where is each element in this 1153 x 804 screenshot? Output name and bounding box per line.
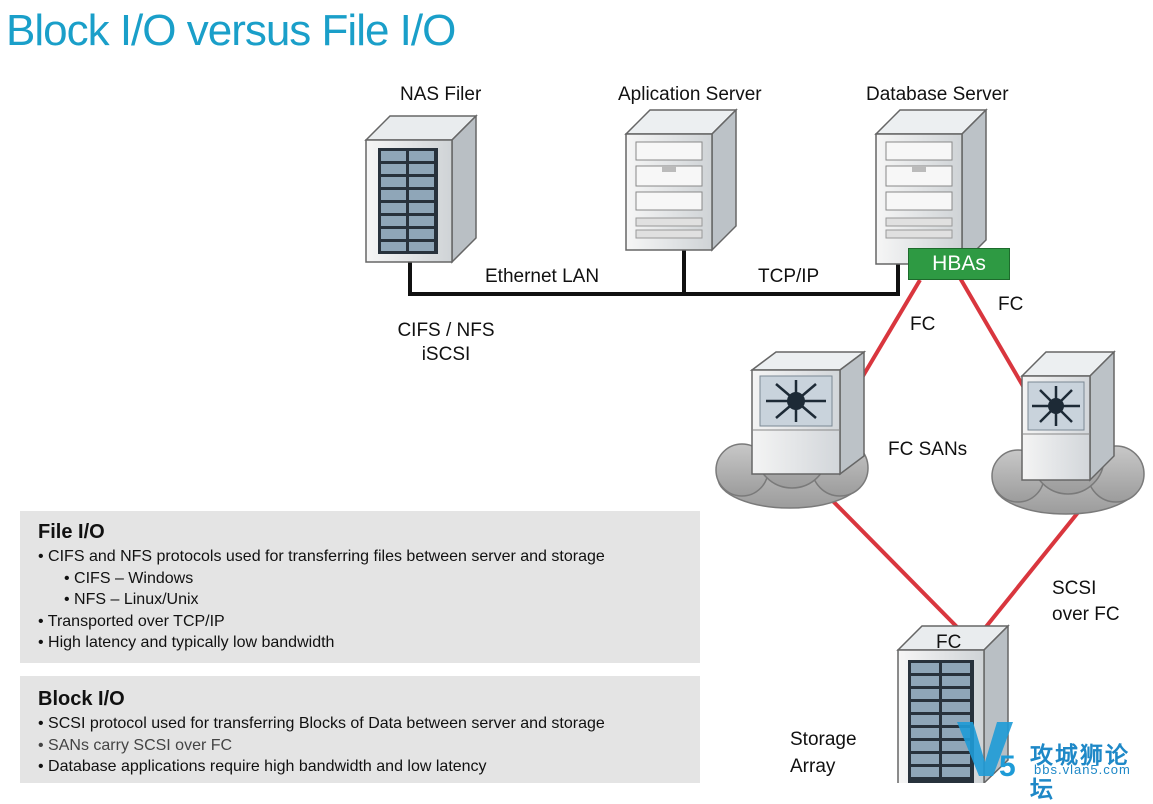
watermark-url: bbs.vlan5.com xyxy=(1034,762,1131,777)
list-item: CIFS – Windows xyxy=(38,568,700,590)
fc-switch-left-icon xyxy=(715,350,869,509)
storage-array-label-line1: Storage xyxy=(790,729,857,750)
list-item: High latency and typically low bandwidth xyxy=(38,632,700,654)
fc-link-hba-switch2 xyxy=(958,276,1032,400)
fc-link-switch1-storage xyxy=(818,486,960,630)
watermark-logo-icon: 5 xyxy=(957,722,1016,780)
list-item: Database applications require high bandw… xyxy=(38,756,700,778)
tcpip-label: TCP/IP xyxy=(758,266,820,287)
fc-left-label: FC xyxy=(910,314,936,335)
scsi-label-line1: SCSI xyxy=(1052,578,1097,599)
application-server-label: Aplication Server xyxy=(618,84,762,105)
ethernet-lan xyxy=(408,250,900,296)
file-io-heading: File I/O xyxy=(38,521,105,543)
ethernet-lan-label: Ethernet LAN xyxy=(485,266,600,287)
file-io-box: File I/O CIFS and NFS protocols used for… xyxy=(20,511,700,663)
list-item: Transported over TCP/IP xyxy=(38,611,700,633)
nas-filer-icon xyxy=(364,114,478,264)
storage-fc-label: FC xyxy=(936,632,962,653)
list-item: SCSI protocol used for transferring Bloc… xyxy=(38,713,700,735)
network-diagram xyxy=(364,108,1145,783)
block-io-box: Block I/O SCSI protocol used for transfe… xyxy=(20,676,700,783)
fc-switch-right-icon xyxy=(991,350,1145,515)
scsi-label-line2: over FC xyxy=(1052,604,1120,625)
hbas-badge: HBAs xyxy=(908,248,1010,280)
block-io-list: SCSI protocol used for transferring Bloc… xyxy=(38,713,700,778)
storage-array-label-line2: Array xyxy=(790,756,836,777)
database-server-label: Database Server xyxy=(866,84,1009,105)
page-title: Block I/O versus File I/O xyxy=(6,6,456,55)
file-io-list: CIFS and NFS protocols used for transfer… xyxy=(38,546,700,654)
nas-filer-label: NAS Filer xyxy=(400,84,482,105)
list-item: CIFS and NFS protocols used for transfer… xyxy=(38,546,700,568)
list-item: NFS – Linux/Unix xyxy=(38,589,700,611)
iscsi-label: iSCSI xyxy=(421,344,471,365)
fc-sans-label: FC SANs xyxy=(888,439,968,460)
fc-link-switch2-storage xyxy=(983,508,1082,630)
database-server-icon xyxy=(874,108,988,266)
list-item: SANs carry SCSI over FC xyxy=(38,735,700,757)
cifs-nfs-label: CIFS / NFS xyxy=(397,320,495,341)
application-server-icon xyxy=(624,108,738,252)
svg-text:5: 5 xyxy=(999,750,1016,780)
fc-right-label: FC xyxy=(998,294,1024,315)
block-io-heading: Block I/O xyxy=(38,688,125,710)
